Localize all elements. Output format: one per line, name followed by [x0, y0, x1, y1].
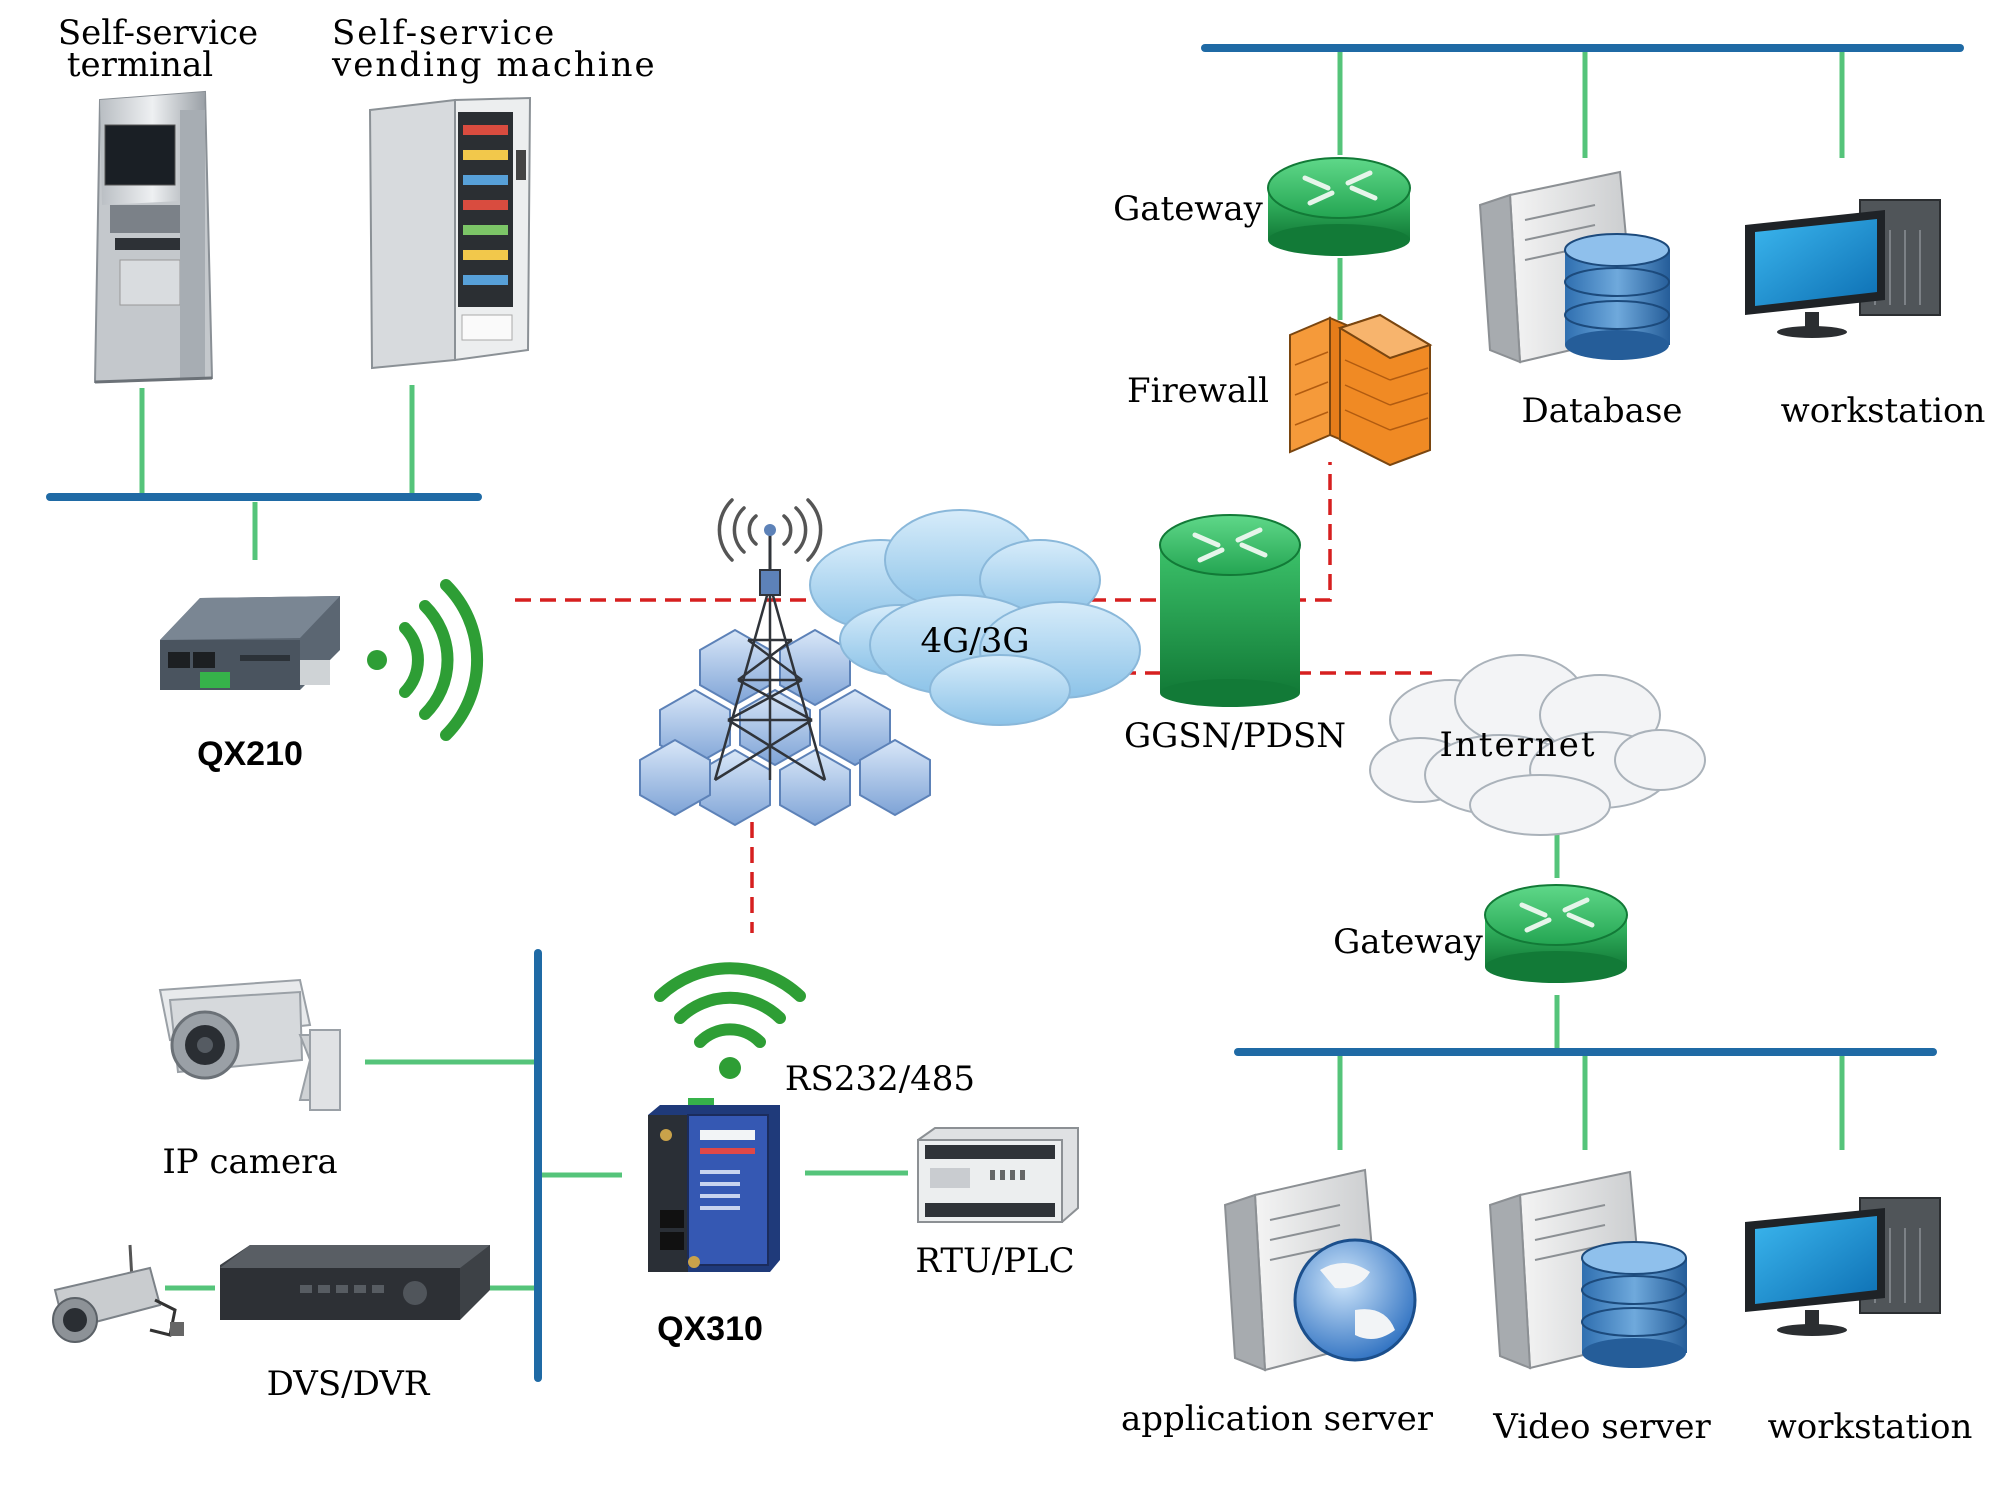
qx310-wireless-signal-icon: [654, 962, 806, 1079]
ggsn-label: GGSN/PDSN: [1124, 716, 1346, 756]
vending-machine-icon: [368, 96, 532, 370]
bottom-workstation-label: workstation: [1768, 1407, 1973, 1447]
application-server-label: application server: [1121, 1399, 1434, 1439]
network-bus-lines: [46, 44, 1964, 1382]
top-gateway-label: Gateway: [1113, 189, 1264, 229]
self-service-terminal-label-line1: Self-service: [58, 13, 258, 53]
mobile-network-label: 4G/3G: [920, 621, 1029, 661]
top-workstation-label: workstation: [1781, 391, 1986, 431]
bottom-gateway-router-icon: [1484, 884, 1628, 983]
qx210-label: QX210: [197, 735, 303, 773]
firewall-label: Firewall: [1127, 371, 1269, 411]
bottom-workstation-icon: [1745, 1197, 1941, 1336]
qx310-label: QX310: [657, 1310, 763, 1348]
dvs-dvr-label: DVS/DVR: [267, 1364, 431, 1404]
database-label: Database: [1521, 391, 1682, 431]
ip-camera-label: IP camera: [162, 1142, 337, 1182]
database-server-icon: [1478, 170, 1670, 364]
bottom-gateway-label: Gateway: [1333, 922, 1484, 962]
internet-label: Internet: [1439, 725, 1596, 765]
self-service-terminal-label-line2: terminal: [67, 45, 213, 85]
mobile-network-cloud: [809, 509, 1141, 726]
video-server-label: Video server: [1492, 1407, 1711, 1447]
rtu-plc-label: RTU/PLC: [915, 1241, 1074, 1281]
top-gateway-router-icon: [1267, 157, 1411, 256]
vending-machine-label-line1: Self-service: [332, 13, 556, 53]
application-server-icon: [1223, 1168, 1417, 1372]
firewall-icon: [1289, 313, 1433, 467]
qx310-router-icon: [648, 1098, 780, 1272]
qx210-router-icon: [160, 596, 340, 690]
internet-cloud: [1369, 654, 1706, 836]
ggsn-router-icon: [1159, 514, 1301, 707]
rs232-label: RS232/485: [785, 1059, 975, 1099]
video-server-icon: [1488, 1170, 1687, 1370]
rtu-plc-icon: [917, 1127, 1079, 1223]
self-service-terminal-icon: [93, 90, 214, 384]
qx210-wireless-signal-icon: [367, 579, 484, 741]
diagram-labels: Self-service terminal Self-service vendi…: [58, 13, 1985, 1447]
dvr-device-icon: [220, 1245, 490, 1320]
ip-camera-icon: [158, 978, 341, 1111]
analog-camera-icon: [52, 1244, 184, 1343]
top-workstation-icon: [1745, 199, 1941, 338]
vending-machine-label-line2: vending machine: [331, 45, 657, 85]
cell-tower-icon: [639, 498, 931, 827]
